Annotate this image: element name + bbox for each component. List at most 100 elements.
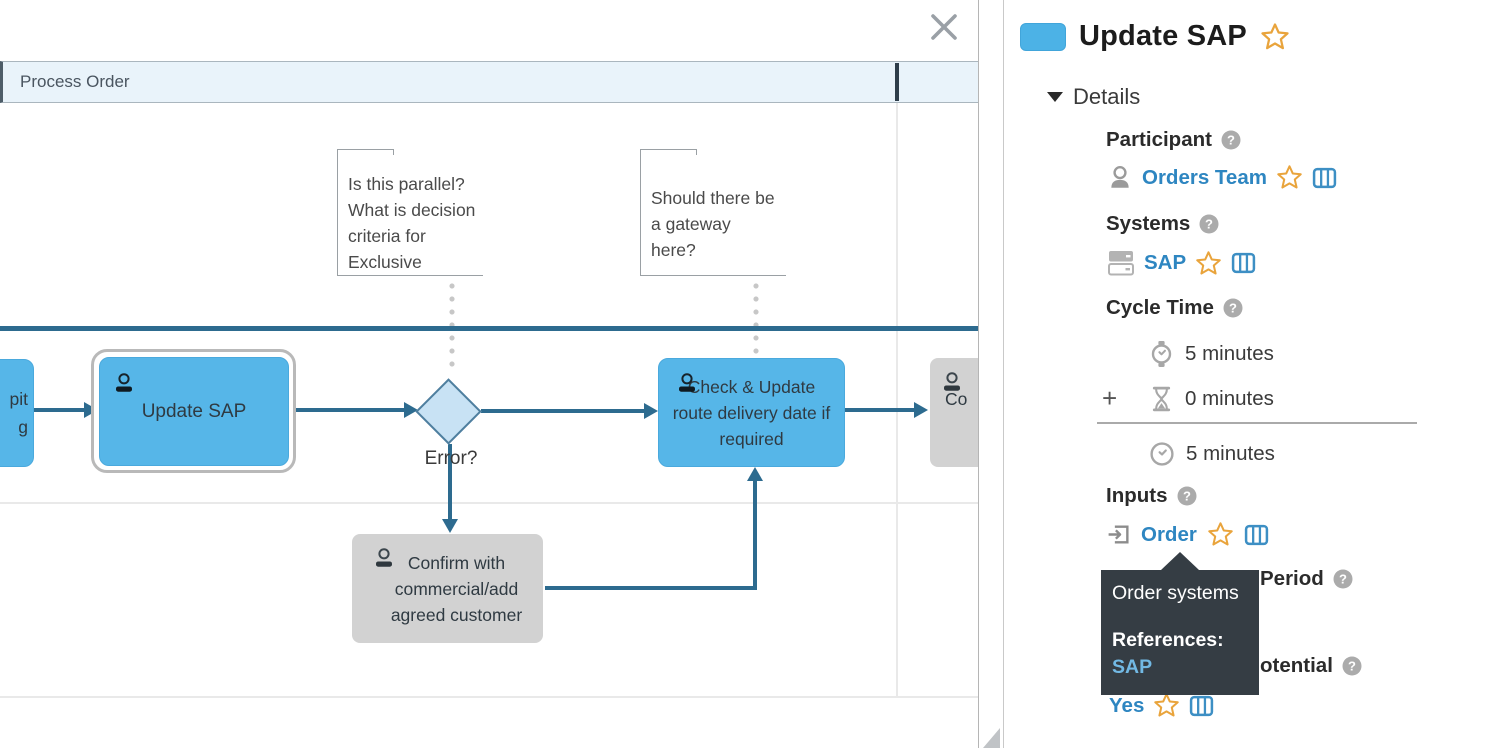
participant-label: Participant: [1106, 128, 1212, 151]
period-label: Period: [1260, 567, 1324, 590]
svg-text:?: ?: [1229, 301, 1237, 316]
gateway-diamond[interactable]: [415, 378, 482, 445]
task-color-swatch: [1020, 22, 1066, 51]
help-icon[interactable]: ?: [1223, 298, 1243, 318]
systems-value-row: SAP: [1107, 248, 1256, 278]
favorite-star-icon[interactable]: [1207, 521, 1234, 548]
help-icon[interactable]: ?: [1199, 214, 1219, 234]
system-link[interactable]: SAP: [1144, 251, 1187, 274]
sticky-note[interactable]: Should there be a gateway here?: [640, 149, 786, 276]
potential-section: otential ?: [1260, 654, 1362, 678]
sequence-flow[interactable]: [448, 444, 452, 520]
watch-icon: [1151, 341, 1172, 367]
sequence-flow[interactable]: [753, 480, 757, 590]
cycle-time-label: Cycle Time: [1106, 296, 1214, 319]
details-label: Details: [1073, 84, 1141, 109]
potential-link[interactable]: Yes: [1109, 693, 1145, 717]
panel-title-row: Update SAP: [1020, 20, 1290, 53]
favorite-star-icon[interactable]: [1153, 692, 1180, 719]
help-icon[interactable]: ?: [1342, 656, 1362, 676]
arrowhead-icon: [914, 402, 928, 418]
task-update-sap[interactable]: Update SAP: [99, 357, 289, 466]
inputs-label: Inputs: [1106, 484, 1168, 507]
add-time-button[interactable]: +: [1102, 383, 1118, 413]
sequence-flow[interactable]: [845, 408, 916, 412]
participant-value-row: Orders Team: [1107, 164, 1337, 191]
lane-header[interactable]: Process Order: [0, 61, 978, 103]
tooltip-caret: [1161, 552, 1199, 570]
server-icon: [1108, 251, 1134, 276]
help-icon[interactable]: ?: [1333, 569, 1353, 589]
svg-text:?: ?: [1348, 659, 1356, 674]
map-view-icon[interactable]: [1231, 252, 1256, 274]
svg-text:?: ?: [1339, 572, 1347, 587]
favorite-star-icon[interactable]: [1260, 22, 1290, 52]
lane-header-label: Process Order: [20, 72, 130, 91]
task-label: Co: [945, 388, 968, 409]
person-icon: [1111, 166, 1129, 188]
cycle-time-section: Cycle Time ?: [1106, 296, 1243, 320]
cycle-time-divider: [1097, 422, 1417, 424]
details-panel: Update SAP Details Participant ? Orders …: [1003, 0, 1492, 748]
input-import-icon: [1108, 525, 1129, 544]
chevron-down-icon: [1047, 92, 1063, 102]
tooltip-reference-link[interactable]: SAP: [1112, 656, 1153, 678]
sticky-note[interactable]: Is this parallel? What is decision crite…: [337, 149, 483, 276]
phase-marker: [895, 63, 899, 101]
person-icon: [376, 548, 392, 567]
arrowhead-icon: [747, 467, 763, 481]
map-view-icon[interactable]: [1312, 167, 1337, 189]
arrowhead-icon: [404, 402, 418, 418]
favorite-star-icon[interactable]: [1195, 250, 1222, 277]
systems-section: Systems ?: [1106, 212, 1219, 236]
potential-value-row: Yes: [1109, 692, 1214, 719]
tooltip-description: Order systems: [1112, 582, 1239, 604]
arrowhead-icon: [442, 519, 458, 533]
participant-link[interactable]: Orders Team: [1142, 165, 1267, 189]
sequence-flow[interactable]: [545, 586, 757, 590]
inputs-section: Inputs ?: [1106, 484, 1197, 508]
milestone-flow-line: [0, 326, 978, 331]
help-icon[interactable]: ?: [1177, 486, 1197, 506]
task-partial-right[interactable]: Co: [930, 358, 978, 467]
potential-label: otential: [1260, 654, 1333, 677]
close-icon[interactable]: [926, 9, 962, 45]
task-check-update[interactable]: Check & Update route delivery date if re…: [658, 358, 845, 467]
total-time-value: 5 minutes: [1186, 442, 1275, 465]
input-link[interactable]: Order: [1141, 522, 1197, 546]
details-toggle[interactable]: Details: [1047, 84, 1140, 110]
task-partial-left[interactable]: pit g: [0, 359, 34, 467]
task-label: Confirm with commercial/add agreed custo…: [390, 552, 523, 625]
svg-text:?: ?: [1183, 489, 1191, 504]
sequence-flow[interactable]: [296, 408, 406, 412]
wait-time-row: 0 minutes: [1149, 385, 1274, 413]
hourglass-icon: [1152, 386, 1171, 412]
sequence-flow[interactable]: [33, 408, 86, 412]
clock-icon: [1150, 442, 1174, 466]
wait-time-value: 0 minutes: [1185, 387, 1274, 410]
note-association-line: [753, 283, 759, 356]
sticky-note-text: Is this parallel? What is decision crite…: [348, 174, 476, 272]
panel-title: Update SAP: [1079, 20, 1247, 52]
task-label: Update SAP: [141, 400, 247, 422]
person-icon: [116, 373, 132, 392]
period-section: Period ?: [1260, 567, 1353, 591]
help-icon[interactable]: ?: [1221, 130, 1241, 150]
sequence-flow[interactable]: [481, 409, 646, 413]
task-confirm[interactable]: Confirm with commercial/add agreed custo…: [352, 534, 543, 643]
tooltip-references-label: References:: [1112, 629, 1224, 651]
favorite-star-icon[interactable]: [1276, 164, 1303, 191]
panel-resize-grip[interactable]: [983, 728, 1001, 748]
inputs-value-row: Order: [1106, 521, 1269, 548]
work-time-value: 5 minutes: [1185, 342, 1274, 365]
svg-text:?: ?: [1227, 133, 1235, 148]
gateway-question-label: Error?: [424, 448, 478, 469]
map-view-icon[interactable]: [1244, 524, 1269, 546]
task-label: Check & Update route delivery date if re…: [672, 376, 831, 449]
work-time-row: 5 minutes: [1149, 340, 1274, 368]
map-view-icon[interactable]: [1189, 695, 1214, 717]
person-icon: [944, 372, 960, 391]
task-label: g: [18, 417, 28, 437]
phase-divider-line: [896, 103, 898, 698]
